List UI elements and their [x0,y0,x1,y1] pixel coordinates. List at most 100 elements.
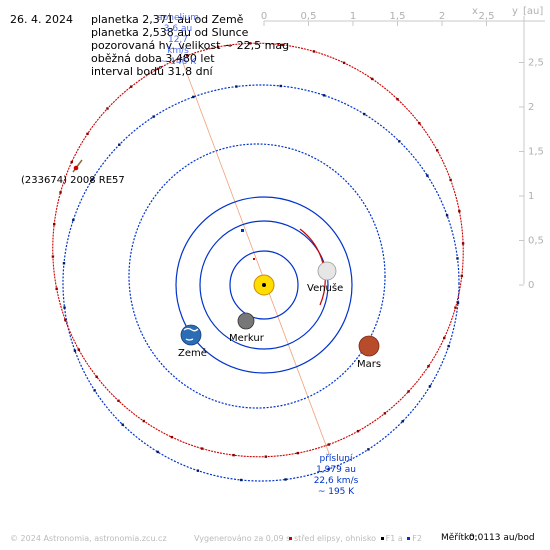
asteroid-label: (233674) 2008 RE57 [21,175,125,186]
outer-orbit-point [121,423,124,426]
mars-label: Mars [357,359,382,370]
asteroid-orbit-point [312,50,316,53]
y-tick-label: 2,5 [528,58,544,69]
aphelion-name: aphelium [157,13,199,23]
outer-orbit-point [73,349,77,352]
outer-orbit-point [447,344,450,348]
asteroid-orbit-point [217,45,220,49]
asteroid-orbit-point [51,255,55,258]
y-axis-ticks: 00,511,522,5 [519,58,544,291]
asteroid-orbit-point [281,43,284,47]
scale-label: Měřítko: [441,533,478,543]
asteroid-orbit-point [371,77,374,81]
asteroid-orbit-point [156,67,160,71]
mercury-orbit [229,250,299,320]
x-tick-label: 0,5 [301,11,317,22]
f1-swatch [380,536,384,540]
x-tick-label: 2 [439,11,445,22]
mercury-label: Merkur [229,333,264,344]
outer-orbit-point [398,140,401,143]
asteroid-orbit-point [129,85,133,88]
outer-orbit-point [235,85,238,88]
aphelion-distance: 3,6 au [163,24,193,34]
legend-f2-text: F2 [412,534,422,543]
perihelion-distance: 1,979 au [316,465,356,475]
outer-orbit-point [367,448,370,451]
info-magnitude: pozorovaná hv. velikost ~ 22,5 mag [91,39,290,52]
asteroid-orbit-point [70,160,73,164]
asteroid-orbit-point [296,451,299,455]
asteroid-orbit-point [95,375,98,378]
outer-orbit-point [62,262,66,265]
info-sun-distance: planetka 2,538 au od Slunce [91,26,249,39]
asteroid-orbit-point [64,318,67,322]
x-tick-label: 1,5 [390,11,406,22]
asteroid-icon [72,159,83,173]
perihelion-speed: 22,6 km/s [313,476,359,486]
y-tick-label: 1,5 [528,147,544,158]
apsis-line [182,62,331,457]
x-tick-label: 2,5 [479,11,495,22]
asteroid-orbit-points [51,42,465,458]
outer-orbit-point [196,469,200,472]
outer-orbit-point [322,94,326,97]
venus-icon [317,261,337,281]
planet-orbits [62,84,460,482]
asteroid-orbit-point [55,287,58,291]
outer-orbit-point [456,257,459,260]
asteroid-orbit-point [264,455,268,458]
info-earth-distance: planetka 2,371 au od Země [91,13,244,26]
mars-icon [358,335,380,357]
x-axis-label: x [472,6,478,17]
outer-orbit-point [93,389,96,392]
scale-value: 0,0113 au/bod [469,533,535,543]
y-tick-label: 2 [528,102,534,113]
outer-orbit-point [192,95,195,99]
earth-orbit [175,196,353,374]
outer-orbit-point [401,420,404,423]
outer-orbit-point [240,478,243,482]
outer-orbit-point [156,450,159,454]
asteroid-orbit-point [418,122,421,125]
legend-center-text: střed elipsy, ohnisko [294,534,377,543]
perihelion-temperature: ~ 195 K [317,487,355,497]
sun-core [262,283,266,287]
x-tick-label: 1 [350,11,356,22]
earth-clouds [183,327,199,341]
y-tick-label: 1 [528,191,534,202]
legend-f1-text: F1 a [385,534,403,543]
asteroid-orbit-point [77,348,81,351]
outer-orbit-point [279,84,282,88]
asteroid-orbit-point [356,429,360,433]
mars-orbit [128,143,386,409]
outer-orbit-point [284,478,287,481]
outer-orbit-point [90,178,94,181]
asteroid-orbit-point [396,98,399,101]
legend: střed elipsy, ohnisko F1 a F2 [287,534,422,543]
copyright-text: © 2024 Astronomia, astronomia.zcu.cz [10,534,167,543]
outer-orbit-point [456,301,460,304]
x-tick-label: 0 [261,11,267,22]
asteroid-orbit-point [106,107,109,110]
jupiter-orbit [62,84,460,482]
outer-orbit-point [152,115,155,118]
perihelion-name: přísluní [319,454,353,464]
outer-orbit-point [363,112,366,116]
asteroid-orbit-point [407,390,410,393]
ellipse-center-marker [241,229,244,232]
asteroid-orbit-point [383,412,387,415]
asteroid-orbit-point [59,191,62,194]
outer-orbit-point [445,214,449,217]
outer-orbit-point [63,306,66,309]
asteroid-orbit-point [170,435,174,439]
asteroid-info: planetka 2,371 au od Země planetka 2,538… [91,13,289,78]
outer-orbit-point [327,467,330,471]
outer-orbit-point [72,218,75,222]
outer-orbit-point [118,143,121,146]
perihelion-label: přísluní 1,979 au 22,6 km/s ~ 195 K [311,454,361,498]
info-point-interval: interval bodů 31,8 dní [91,65,213,78]
asteroid-orbit-point [142,419,145,423]
mercury-icon [237,312,255,330]
asteroid-orbit-point [342,61,346,65]
